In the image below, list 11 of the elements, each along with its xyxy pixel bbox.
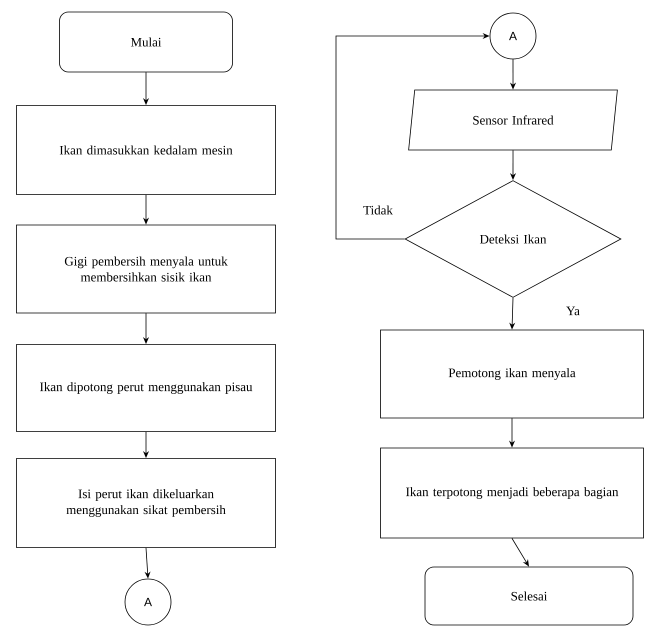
terminal-box: Selesai (424, 566, 634, 626)
edge-label: Tidak (362, 204, 394, 216)
process-box: Ikan terpotong menjadi beberapa bagian (380, 448, 644, 538)
process-box: Isi perut ikan dikeluarkan menggunakan sikat pembersih (16, 458, 276, 548)
process-box: Ikan dimasukkan kedalam mesin (16, 105, 276, 195)
input-parallelogram: Sensor Infrared (408, 90, 618, 150)
process-box: Pemotong ikan menyala (380, 330, 644, 418)
terminal-box: Mulai (59, 12, 233, 72)
process-box: Gigi pembersih menyala untuk membersihkan sisik ikan (16, 224, 276, 314)
process-box: Ikan dipotong perut menggunakan pisau (16, 344, 276, 432)
edge-label: Ya (565, 306, 581, 316)
